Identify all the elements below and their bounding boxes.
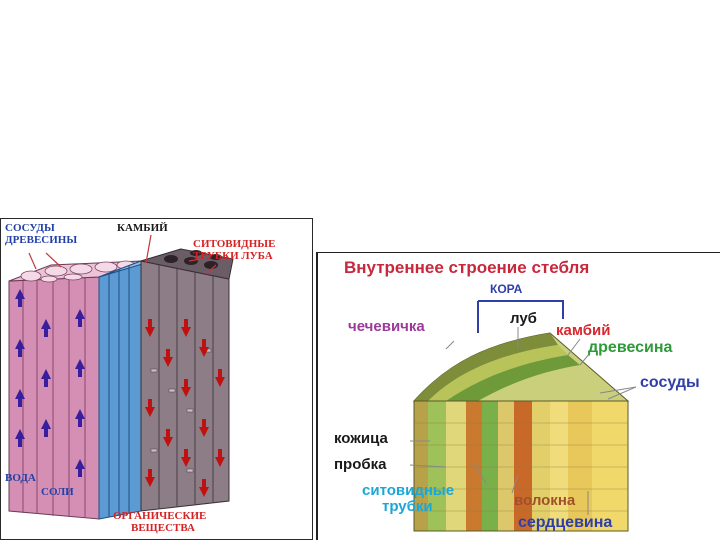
label-vessels-right: сосуды [640, 375, 700, 392]
label-wood: древесина [588, 340, 672, 357]
label-fibers: волокна [514, 493, 575, 509]
label-cambium-left: КАМБИЙ [117, 223, 168, 235]
label-bark: КОРА [490, 283, 522, 296]
label-water: ВОДА [5, 473, 36, 485]
label-cork: пробка [334, 457, 387, 473]
label-organic-line1: ОРГАНИЧЕСКИЕ [113, 511, 206, 523]
label-xylem-vessels-line2: ДРЕВЕСИНЫ [5, 235, 77, 247]
stem-cross-section-diagram: Внутреннее строение стебля КОРА луб чече… [316, 252, 720, 540]
label-epidermis: кожица [334, 431, 388, 447]
label-salts: СОЛИ [41, 487, 74, 499]
stem-tissue-3d-illustration: СОСУДЫ ДРЕВЕСИНЫ КАМБИЙ СИТОВИДНЫЕ ТРУБК… [0, 218, 313, 540]
label-sieve-tubes-right: ситовидные трубки [362, 483, 454, 515]
label-sieve-line1: СИТОВИДНЫЕ [193, 239, 275, 251]
label-organic-substances: ОРГАНИЧЕСКИЕ ВЕЩЕСТВА [113, 511, 206, 534]
label-sieve-tubes-left: СИТОВИДНЫЕ ТРУБКИ ЛУБА [193, 239, 275, 262]
label-bast: луб [510, 311, 537, 327]
label-xylem-vessels-line1: СОСУДЫ [5, 223, 77, 235]
diagram-title: Внутреннее строение стебля [344, 259, 589, 277]
label-organic-line2: ВЕЩЕСТВА [113, 523, 206, 535]
label-cambium-right: камбий [556, 323, 610, 339]
label-sieve-right-line2: трубки [362, 499, 454, 515]
label-lenticel: чечевичка [348, 319, 425, 335]
label-xylem-vessels: СОСУДЫ ДРЕВЕСИНЫ [5, 223, 77, 246]
label-pith: сердцевина [518, 515, 612, 532]
label-sieve-right-line1: ситовидные [362, 483, 454, 499]
label-sieve-line2: ТРУБКИ ЛУБА [193, 251, 275, 263]
